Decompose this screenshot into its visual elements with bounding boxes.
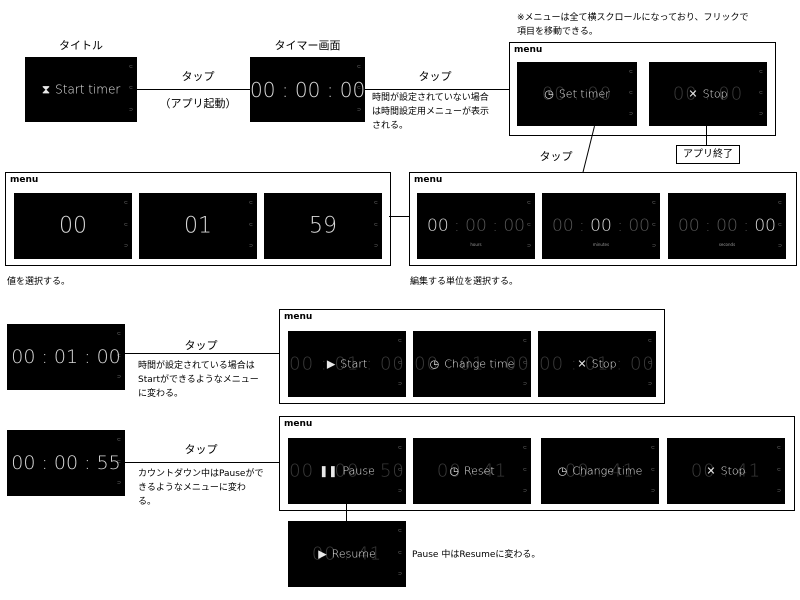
select-unit-note: 編集する単位を選択する。 (410, 277, 519, 287)
reset-label: Reset (463, 464, 495, 478)
resume-label: Resume (331, 547, 376, 561)
unit-seconds-label: seconds (718, 242, 736, 247)
countdown-display: 00 : 00 : 55 (11, 452, 121, 474)
connector (125, 353, 280, 354)
set-timer-label: Set timer (558, 87, 610, 101)
top-note: ※メニューは全て横スクロールになっており、フリックで 項目を移動できる。 (517, 13, 749, 37)
stop-item[interactable]: 00 : 01 : 00 ⊂⊂⊃ ✕Stop (538, 331, 656, 397)
app-launch-label: （アプリ起動） (159, 97, 237, 110)
timer-screen[interactable]: ⊂⊂⊃ 00 : 00 : 00 (250, 57, 365, 122)
seconds-unit-item[interactable]: ⊂⊂⊃ 00 : 00 : 00 seconds (668, 193, 786, 259)
connector (125, 462, 280, 463)
connector (389, 216, 410, 217)
tap-label: タップ (181, 70, 215, 83)
menu-box: menu 00 : 00 ⊂⊂⊃ ◷Set timer 00 : 00 ⊂⊂⊃ … (509, 42, 776, 136)
minutes-value-item[interactable]: ⊂⊂⊃ 01 (139, 193, 257, 259)
note-countdown: カウントダウン中はPauseがで きるようなメニューに変わ る。 (138, 469, 264, 507)
connector (137, 89, 250, 90)
timer-heading: タイマー画面 (274, 39, 341, 52)
note-resume: Pause 中はResumeに変わる。 (412, 550, 541, 560)
pause-item[interactable]: 00 : 00 : 50 ⊂⊂⊃ ❚❚Pause (288, 438, 406, 504)
pause-icon: ❚❚ (319, 464, 338, 478)
change-time-item[interactable]: 00 : 01 : 00 ⊂⊂⊃ ◷Change time (413, 331, 531, 397)
menu-title: menu (514, 45, 543, 55)
menu-title: menu (284, 419, 313, 429)
tap-label: タップ (184, 443, 218, 456)
select-value-note: 値を選択する。 (7, 277, 71, 287)
play-icon: ▶ (318, 547, 327, 561)
change-time-label: Change time (444, 357, 515, 371)
menu-title: menu (284, 312, 313, 322)
hours-value: 00 (59, 213, 87, 239)
title-heading: タイトル (59, 39, 103, 52)
close-icon: ✕ (706, 464, 716, 478)
hourglass-icon: ⧗ (41, 82, 51, 96)
tap-label: タップ (539, 150, 573, 163)
note-time-set: 時間が設定されている場合は Startができるようなメニュー に変わる。 (138, 361, 259, 399)
close-icon: ✕ (577, 357, 587, 371)
title-screen[interactable]: ⊂⊂⊃ ⧗Start timer (25, 57, 137, 122)
stop-item[interactable]: 00 : 00 ⊂⊂⊃ ✕Stop (649, 62, 767, 126)
menu-box-values: menu ⊂⊂⊃ 00 ⊂⊂⊃ 01 ⊂⊂⊃ 59 (5, 172, 391, 266)
menu-box-start: menu 00 : 01 : 00 ⊂⊂⊃ ▶Start 00 : 01 : 0… (279, 309, 665, 404)
close-icon: ✕ (688, 87, 698, 101)
menu-box-units: menu ⊂⊂⊃ 00 : 00 : 00 hours ⊂⊂⊃ 00 : 00 … (409, 172, 797, 266)
timer-icon: ◷ (557, 464, 568, 478)
timer-display: 00 : 00 : 00 (250, 77, 365, 102)
pause-label: Pause (342, 464, 375, 478)
change-time-item[interactable]: 00 : 41 ⊂⊂⊃ ◷Change time (541, 438, 659, 504)
menu-title: menu (414, 175, 443, 185)
minutes-value: 01 (184, 213, 212, 239)
minutes-unit-item[interactable]: ⊂⊂⊃ 00 : 00 : 00 minutes (542, 193, 660, 259)
stop-label: Stop (591, 357, 617, 371)
connector (706, 126, 707, 146)
stop-label: Stop (720, 464, 746, 478)
connector (365, 89, 510, 90)
unit-hours-label: hours (470, 242, 482, 247)
timer-set-display: 00 : 01 : 00 (11, 346, 121, 368)
seconds-value-item[interactable]: ⊂⊂⊃ 59 (264, 193, 382, 259)
unit-display: 00 : 00 : 00 (678, 216, 776, 236)
start-label: Start (340, 357, 368, 371)
start-item[interactable]: 00 : 01 : 00 ⊂⊂⊃ ▶Start (288, 331, 406, 397)
app-exit-box: アプリ終了 (676, 145, 740, 164)
change-time-label: Change time (572, 464, 643, 478)
stop-label: Stop (702, 87, 728, 101)
set-timer-item[interactable]: 00 : 00 ⊂⊂⊃ ◷Set timer (517, 62, 637, 126)
play-icon: ▶ (326, 357, 336, 371)
tap-label: タップ (418, 70, 452, 83)
timer-set-screen[interactable]: ⊂⊂⊃ 00 : 01 : 00 (7, 324, 125, 390)
timer-icon: ◷ (449, 464, 459, 478)
note-no-time: 時間が設定されていない場合 は時間設定用メニューが表示 される。 (372, 93, 490, 131)
hours-value-item[interactable]: ⊂⊂⊃ 00 (14, 193, 132, 259)
menu-title: menu (10, 175, 39, 185)
resume-item[interactable]: 00 : 41 ⊂⊂⊃ ▶Resume (288, 521, 406, 587)
start-timer-label: Start timer (55, 82, 121, 96)
countdown-screen[interactable]: ⊂⊂⊃ 00 : 00 : 55 (7, 430, 125, 496)
seconds-value: 59 (309, 213, 337, 239)
unit-display: 00 : 00 : 00 (427, 216, 525, 236)
timer-icon: ◷ (429, 357, 440, 371)
connector (346, 502, 347, 522)
reset-item[interactable]: 00 : 41 ⊂⊂⊃ ◷Reset (413, 438, 531, 504)
stop-item[interactable]: 00 : 41 ⊂⊂⊃ ✕Stop (667, 438, 785, 504)
timer-icon: ◷ (544, 87, 554, 101)
unit-minutes-label: minutes (592, 242, 610, 247)
unit-display: 00 : 00 : 00 (552, 216, 650, 236)
tap-label: タップ (184, 339, 218, 352)
menu-box-pause: menu 00 : 00 : 50 ⊂⊂⊃ ❚❚Pause 00 : 41 ⊂⊂… (279, 416, 795, 511)
hours-unit-item[interactable]: ⊂⊂⊃ 00 : 00 : 00 hours (417, 193, 535, 259)
